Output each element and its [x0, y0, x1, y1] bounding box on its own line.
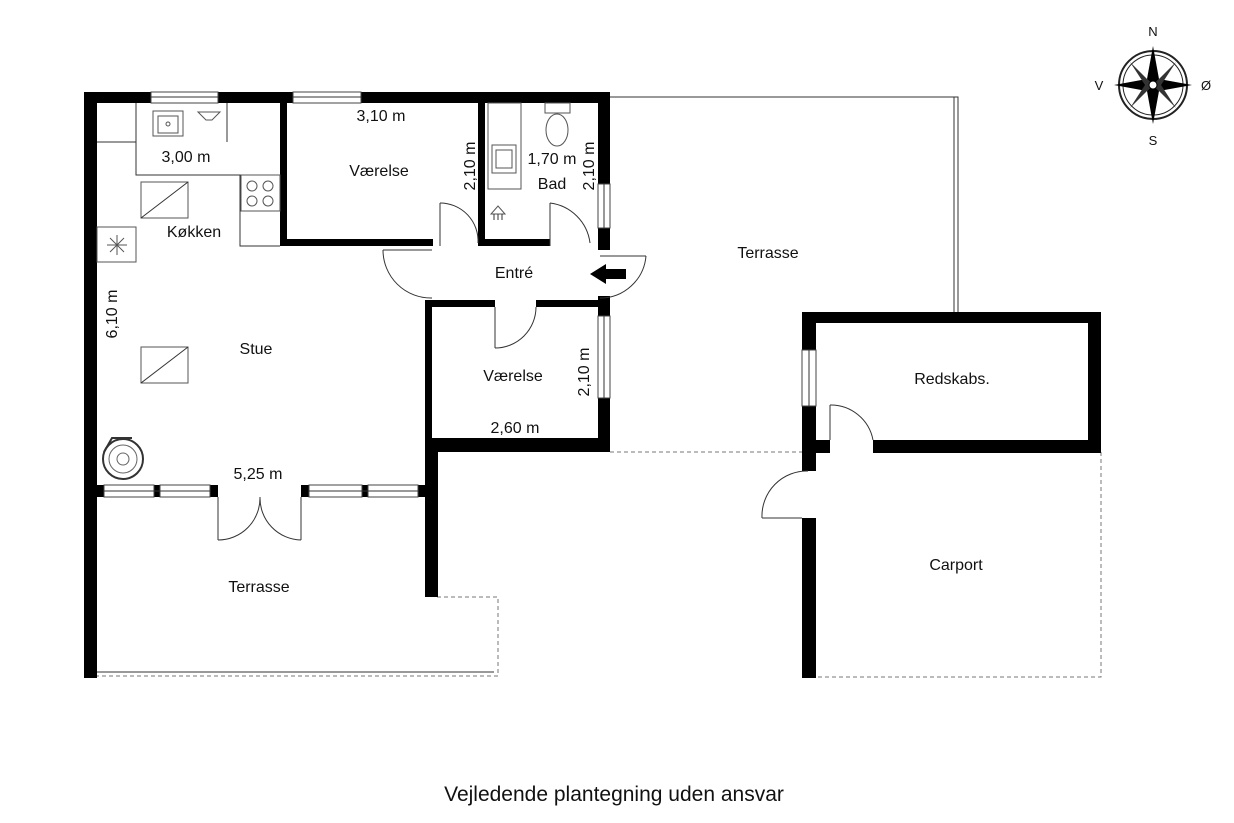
wood-stove-icon [102, 437, 144, 480]
entrance-arrow-icon [590, 264, 626, 284]
dimension-kitchen-width: 3,00 m [162, 149, 211, 166]
dimension-bathroom-depth: 2,10 m [581, 142, 598, 191]
room-label-bedroom-1: Værelse [349, 163, 409, 180]
faucet-icon [196, 111, 222, 121]
toilet-tank [544, 102, 571, 114]
room-label-kitchen: Køkken [167, 224, 221, 241]
compass-south-label: S [1149, 133, 1158, 148]
room-label-bedroom-2: Værelse [483, 368, 543, 385]
dimension-bedroom-1-depth: 2,10 m [462, 142, 479, 191]
room-label-terrace-top: Terrasse [737, 245, 798, 262]
plan-caption: Vejledende plantegning uden ansvar [444, 783, 784, 806]
compass-north-label: N [1148, 24, 1157, 39]
dimension-bedroom-1-width: 3,10 m [357, 108, 406, 125]
room-label-bathroom: Bad [538, 176, 566, 193]
windows [103, 91, 817, 498]
room-label-carport: Carport [929, 557, 983, 574]
terrace-outlines [96, 96, 1102, 678]
dimension-bedroom-2-width: 2,60 m [491, 420, 540, 437]
dimension-labels: 3,00 m 3,10 m 2,10 m 1,70 m 2,10 m 2,10 … [104, 108, 598, 483]
room-label-living: Stue [240, 341, 273, 358]
compass-west-label: V [1095, 78, 1104, 93]
walls [84, 92, 1101, 678]
dimension-living-width: 5,25 m [234, 466, 283, 483]
shower-icon [489, 205, 507, 215]
toilet-icon [545, 113, 569, 147]
room-label-storage: Redskabs. [914, 371, 990, 388]
room-labels: Køkken Stue Værelse Bad Entré Værelse Te… [167, 163, 990, 596]
room-label-terrace-bottom: Terrasse [228, 579, 289, 596]
dimension-bathroom-width: 1,70 m [528, 151, 577, 168]
compass-east-label: Ø [1201, 78, 1211, 93]
doors [217, 202, 874, 541]
fixtures [96, 102, 571, 480]
dimension-bedroom-2-depth: 2,10 m [576, 348, 593, 397]
compass-rose: N S Ø V [1095, 24, 1211, 148]
snowflake-icon [107, 235, 127, 255]
room-label-entrance: Entré [495, 265, 533, 282]
stove-icon [240, 174, 281, 212]
dimension-living-depth: 6,10 m [104, 290, 121, 339]
